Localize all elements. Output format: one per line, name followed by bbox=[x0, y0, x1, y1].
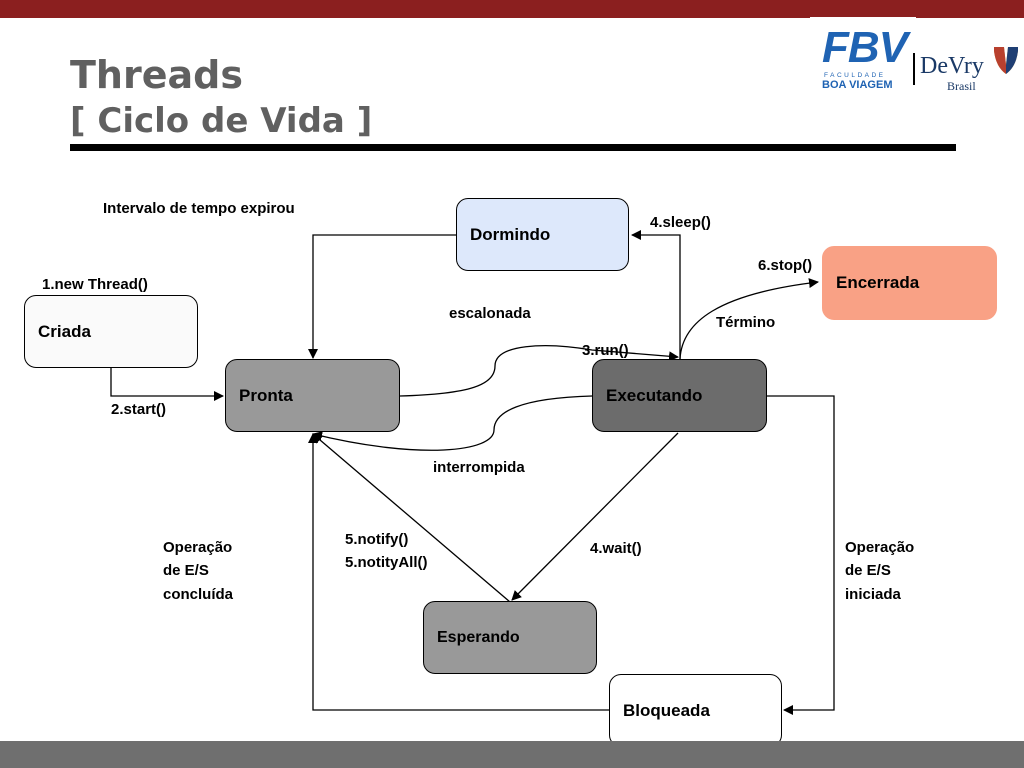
devry-shield-icon bbox=[994, 47, 1018, 74]
fbv-boa-viagem-text: BOA VIAGEM bbox=[822, 79, 893, 91]
label-es-concluida-line2: de E/S bbox=[163, 562, 209, 580]
edge-pronta-to-executando bbox=[399, 345, 679, 397]
state-bloqueada: Bloqueada bbox=[609, 674, 782, 747]
fbv-logo-text: FBV bbox=[822, 23, 908, 72]
label-es-iniciada: Operação de E/S iniciada bbox=[845, 536, 914, 606]
devry-brasil-text: Brasil bbox=[947, 79, 976, 93]
label-escalonada: escalonada bbox=[449, 305, 531, 322]
edge-executando-to-dormindo bbox=[631, 230, 681, 359]
label-es-concluida-line1: Operação bbox=[163, 539, 233, 556]
bottom-bar bbox=[0, 741, 1024, 768]
state-dormindo: Dormindo bbox=[456, 198, 629, 271]
label-notify: 5.notify() bbox=[345, 531, 409, 548]
title-underline bbox=[70, 144, 956, 151]
label-es-iniciada-line3: iniciada bbox=[845, 585, 901, 603]
edge-executando-to-pronta bbox=[312, 395, 593, 451]
label-notify-all: 5.notityAll() bbox=[345, 554, 428, 571]
label-new-thread: 1.new Thread() bbox=[42, 276, 148, 293]
state-encerrada: Encerrada bbox=[822, 246, 997, 320]
edge-executando-to-esperando bbox=[511, 432, 679, 601]
fbv-faculdade-text: FACULDADE bbox=[824, 72, 886, 79]
state-executando: Executando bbox=[592, 359, 767, 432]
label-start: 2.start() bbox=[111, 401, 167, 418]
label-wait: 4.wait() bbox=[590, 540, 642, 557]
edge-executando-to-encerrada bbox=[679, 278, 819, 360]
label-stop: 6.stop() bbox=[758, 257, 813, 274]
edge-criada-to-pronta bbox=[110, 368, 224, 401]
edge-executando-to-bloqueada bbox=[767, 395, 835, 715]
label-es-iniciada-line2: de E/S bbox=[845, 562, 891, 580]
slide-subtitle: [ Ciclo de Vida ] bbox=[70, 101, 373, 141]
state-criada: Criada bbox=[24, 295, 198, 368]
logo-divider bbox=[913, 53, 915, 85]
state-esperando: Esperando bbox=[423, 601, 597, 674]
edge-bloqueada-to-pronta bbox=[308, 433, 609, 711]
label-es-iniciada-line1: Operação bbox=[845, 539, 915, 556]
label-es-concluida-line3: concluída bbox=[163, 585, 234, 603]
label-interrompida: interrompida bbox=[433, 459, 525, 476]
label-es-concluida: Operação de E/S concluída bbox=[163, 536, 233, 606]
label-termino: Término bbox=[716, 314, 776, 331]
state-pronta: Pronta bbox=[225, 359, 400, 432]
devry-logo-text: DeVry bbox=[920, 53, 984, 79]
institution-logo: FBV FACULDADE BOA VIAGEM DeVry Brasil bbox=[810, 17, 1024, 95]
edge-dormindo-to-pronta bbox=[308, 234, 456, 359]
slide-title: Threads bbox=[70, 53, 243, 97]
label-run: 3.run() bbox=[582, 342, 629, 359]
edge-esperando-to-pronta bbox=[312, 433, 511, 603]
fbv-logo-box: FBV FACULDADE BOA VIAGEM bbox=[810, 17, 916, 95]
label-sleep: 4.sleep() bbox=[650, 214, 711, 231]
top-accent-bar bbox=[0, 0, 1024, 18]
label-intervalo-expirou: Intervalo de tempo expirou bbox=[103, 200, 295, 217]
